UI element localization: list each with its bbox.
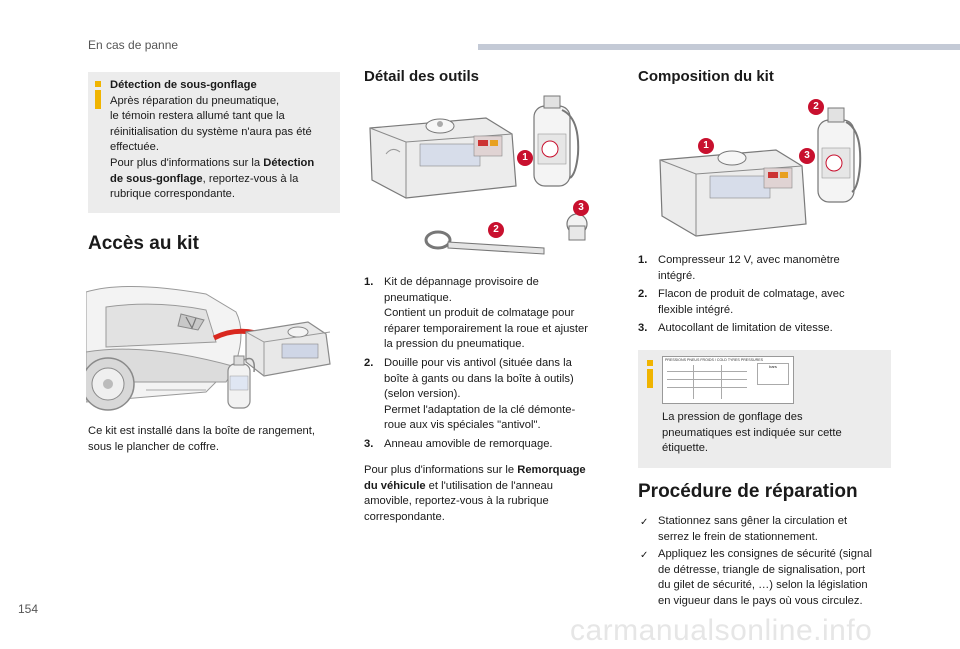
info-icon — [644, 360, 656, 388]
watermark: carmanualsonline.info — [570, 614, 873, 647]
towing-note: Pour plus d'informations sur le Remorqua… — [364, 464, 586, 523]
header-bar — [478, 44, 960, 50]
repair-step-2: ✓ Appliquez les consignes de sécurité (s… — [640, 548, 872, 607]
page-number: 154 — [18, 602, 39, 616]
kit-badge-3: 3 — [799, 148, 815, 164]
kit-badge-1: 1 — [698, 138, 714, 154]
info-box-underinflation: Détection de sous-gonflage Après réparat… — [88, 72, 340, 213]
tools-badge-2: 2 — [488, 222, 504, 238]
car-trunk-illustration — [86, 286, 331, 411]
section-title: En cas de panne — [88, 38, 179, 52]
tools-badge-1: 1 — [517, 150, 533, 166]
heading-kit-composition: Composition du kit — [638, 68, 774, 85]
tools-list: 1. Kit de dépannage provisoire de pneuma… — [364, 275, 614, 456]
pressure-label-text: La pression de gonflage des pneumatiques… — [662, 411, 842, 455]
tools-illustration — [369, 95, 588, 255]
tools-list-item-3: 3. Anneau amovible de remorquage. — [364, 437, 553, 450]
info-icon — [92, 81, 104, 109]
kit-list-item-3: 3. Autocollant de limitation de vitesse. — [638, 322, 833, 335]
heading-repair-procedure: Procédure de réparation — [638, 481, 858, 502]
checkbox-icon: ✓ — [640, 550, 649, 562]
heading-access-kit: Accès au kit — [88, 233, 199, 254]
tools-list-item-2: 2. Douille pour vis antivol (située dans… — [364, 356, 576, 432]
access-caption: Ce kit est installé dans la boîte de ran… — [88, 425, 315, 453]
repair-steps: ✓ Stationnez sans gêner la circulation e… — [638, 514, 898, 612]
repair-step-1: ✓ Stationnez sans gêner la circulation e… — [640, 515, 848, 543]
kit-badge-2: 2 — [808, 99, 824, 115]
kit-list-item-1: 1. Compresseur 12 V, avec manomètre inté… — [638, 254, 840, 282]
tools-badge-3: 3 — [573, 200, 589, 216]
info-box-pressure-label: PRESSIONS PNEUS FROIDS / COLD TYRES PRES… — [638, 350, 891, 468]
kit-list: 1. Compresseur 12 V, avec manomètre inté… — [638, 253, 888, 340]
pressure-label-sticker: PRESSIONS PNEUS FROIDS / COLD TYRES PRES… — [662, 356, 794, 404]
info-title: Détection de sous-gonflage — [110, 79, 257, 91]
heading-tools-detail: Détail des outils — [364, 68, 480, 85]
kit-composition-illustration — [659, 107, 862, 237]
info-text: Détection de sous-gonflage Après réparat… — [110, 79, 315, 201]
tools-list-item-1: 1. Kit de dépannage provisoire de pneuma… — [364, 276, 588, 351]
kit-list-item-2: 2. Flacon de produit de colmatage, avec … — [638, 288, 845, 316]
checkbox-icon: ✓ — [640, 517, 649, 528]
